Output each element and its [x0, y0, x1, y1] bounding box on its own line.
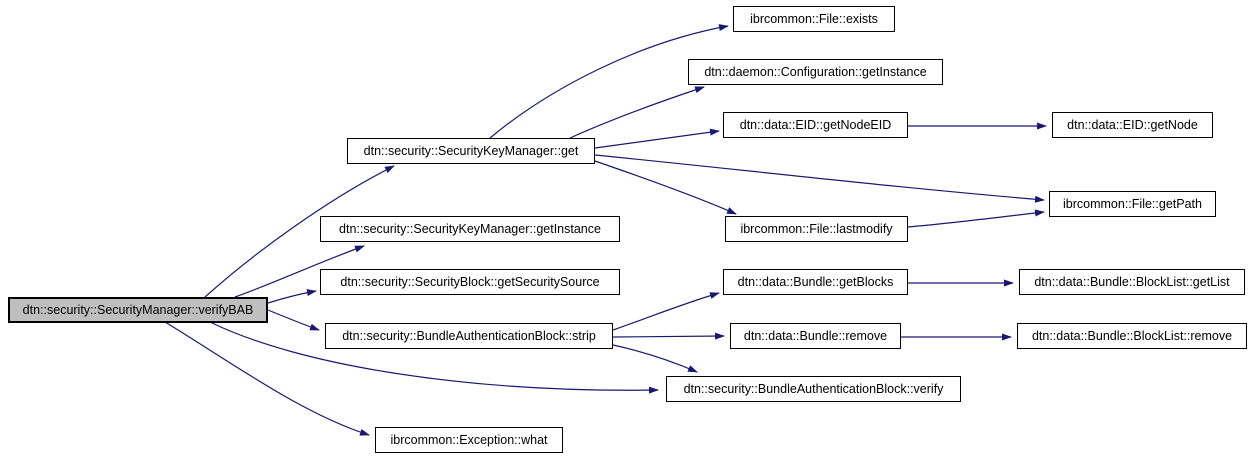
edge-skm-get-to-conf-getinstance — [569, 86, 705, 139]
edge-verifybab-to-bab-verify — [209, 321, 659, 394]
node-file-getpath[interactable]: ibrcommon::File::getPath — [1049, 191, 1216, 217]
node-securitykeymanager-get[interactable]: dtn::security::SecurityKeyManager::get — [347, 138, 595, 164]
node-securitykeymanager-getinstance[interactable]: dtn::security::SecurityKeyManager::getIn… — [320, 216, 620, 242]
node-file-exists[interactable]: ibrcommon::File::exists — [733, 6, 895, 32]
edge-verifybab-to-skm-get — [204, 165, 395, 298]
edge-skm-get-to-file-getpath — [594, 154, 1045, 203]
node-bundleauthenticationblock-strip[interactable]: dtn::security::BundleAuthenticationBlock… — [325, 323, 613, 349]
node-exception-what[interactable]: ibrcommon::Exception::what — [375, 427, 563, 453]
node-eid-getnode[interactable]: dtn::data::EID::getNode — [1052, 112, 1213, 138]
edge-bab-strip-to-bab-verify — [612, 344, 698, 373]
edge-file-lastmodify-to-file-getpath — [907, 209, 1045, 228]
edge-verifybab-to-exception-what — [164, 321, 370, 436]
edge-bab-strip-to-bundle-remove — [612, 332, 725, 340]
edge-verifybab-to-sb-getsecuritysource — [267, 289, 317, 304]
edge-skm-get-to-eid-getnodeeid — [594, 128, 720, 149]
node-blocklist-getlist[interactable]: dtn::data::Bundle::BlockList::getList — [1019, 269, 1245, 295]
edge-skm-get-to-file-exists — [489, 24, 729, 139]
node-file-lastmodify[interactable]: ibrcommon::File::lastmodify — [725, 216, 908, 242]
edge-skm-get-to-file-lastmodify — [594, 160, 737, 215]
node-blocklist-remove[interactable]: dtn::data::Bundle::BlockList::remove — [1017, 323, 1247, 349]
node-eid-getnodeeid[interactable]: dtn::data::EID::getNodeEID — [723, 112, 908, 138]
edge-verifybab-to-bab-strip — [267, 309, 320, 331]
node-securityblock-getsecuritysource[interactable]: dtn::security::SecurityBlock::getSecurit… — [320, 269, 620, 295]
edge-verifybab-to-skm-getinstance — [234, 245, 365, 298]
node-securitymanager-verifybab[interactable]: dtn::security::SecurityManager::verifyBA… — [8, 297, 268, 323]
node-bundle-remove[interactable]: dtn::data::Bundle::remove — [730, 323, 901, 349]
edge-bab-strip-to-bundle-getblocks — [612, 292, 720, 331]
node-bundle-getblocks[interactable]: dtn::data::Bundle::getBlocks — [723, 269, 908, 295]
node-bundleauthenticationblock-verify[interactable]: dtn::security::BundleAuthenticationBlock… — [666, 376, 961, 402]
node-configuration-getinstance[interactable]: dtn::daemon::Configuration::getInstance — [688, 59, 943, 85]
